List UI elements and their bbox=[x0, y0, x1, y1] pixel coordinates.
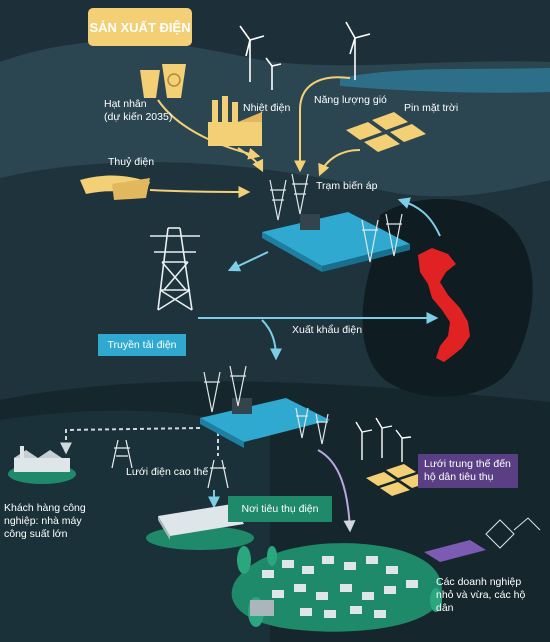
medium-voltage-box: Lưới trung thế đến hộ dân tiêu thụ bbox=[418, 454, 518, 488]
solar-panel-icon bbox=[346, 112, 426, 152]
industrial-factory-icon bbox=[8, 446, 76, 484]
hydro-dam-icon bbox=[80, 175, 150, 200]
transmission-tower-icon bbox=[150, 227, 200, 311]
high-voltage-tower-icon bbox=[111, 439, 229, 489]
hydro-label: Thuỷ điện bbox=[108, 156, 155, 168]
small-businesses-label: Các doanh nghiệp nhỏ và vừa, các hộ dân bbox=[436, 576, 526, 614]
high-voltage-grid-label: Lưới điện cao thế bbox=[126, 466, 209, 478]
upper-substation-icon bbox=[262, 173, 410, 272]
ocean-stripe bbox=[340, 68, 550, 93]
nuclear-label: Hạt nhân (dự kiến 2035) bbox=[104, 98, 172, 124]
thermal-label: Nhiệt điện bbox=[243, 102, 291, 114]
medium-voltage-line-icon bbox=[424, 517, 541, 562]
solar-label: Pin mặt trời bbox=[404, 102, 459, 114]
wind-label: Năng lượng gió bbox=[314, 94, 387, 106]
export-label: Xuất khẩu điện bbox=[292, 324, 363, 336]
transmission-flow-lines bbox=[60, 197, 441, 533]
wind-turbine-icon bbox=[239, 21, 371, 90]
consumption-box: Nơi tiêu thụ điện bbox=[228, 496, 332, 522]
vietnam-map bbox=[418, 248, 470, 362]
thermal-plant-icon bbox=[208, 96, 262, 146]
substation-label: Trạm biến áp bbox=[316, 180, 378, 192]
town-icon bbox=[231, 543, 442, 632]
source-flow-lines bbox=[149, 76, 361, 198]
transmission-box: Truyền tải điện bbox=[98, 334, 186, 356]
nuclear-plant-icon bbox=[140, 64, 186, 98]
consumer-wind-turbine-icon bbox=[355, 417, 412, 462]
nuclear-label-text: Hạt nhân bbox=[104, 98, 147, 110]
industrial-customers-label: Khách hàng công nghiệp: nhà máy công suấ… bbox=[4, 502, 86, 540]
factory-rail-icon bbox=[146, 504, 254, 550]
nuclear-note-text: (dự kiến 2035) bbox=[104, 111, 173, 123]
lower-substation-icon bbox=[200, 365, 330, 448]
title-box: SẢN XUẤT ĐIỆN bbox=[88, 8, 192, 46]
